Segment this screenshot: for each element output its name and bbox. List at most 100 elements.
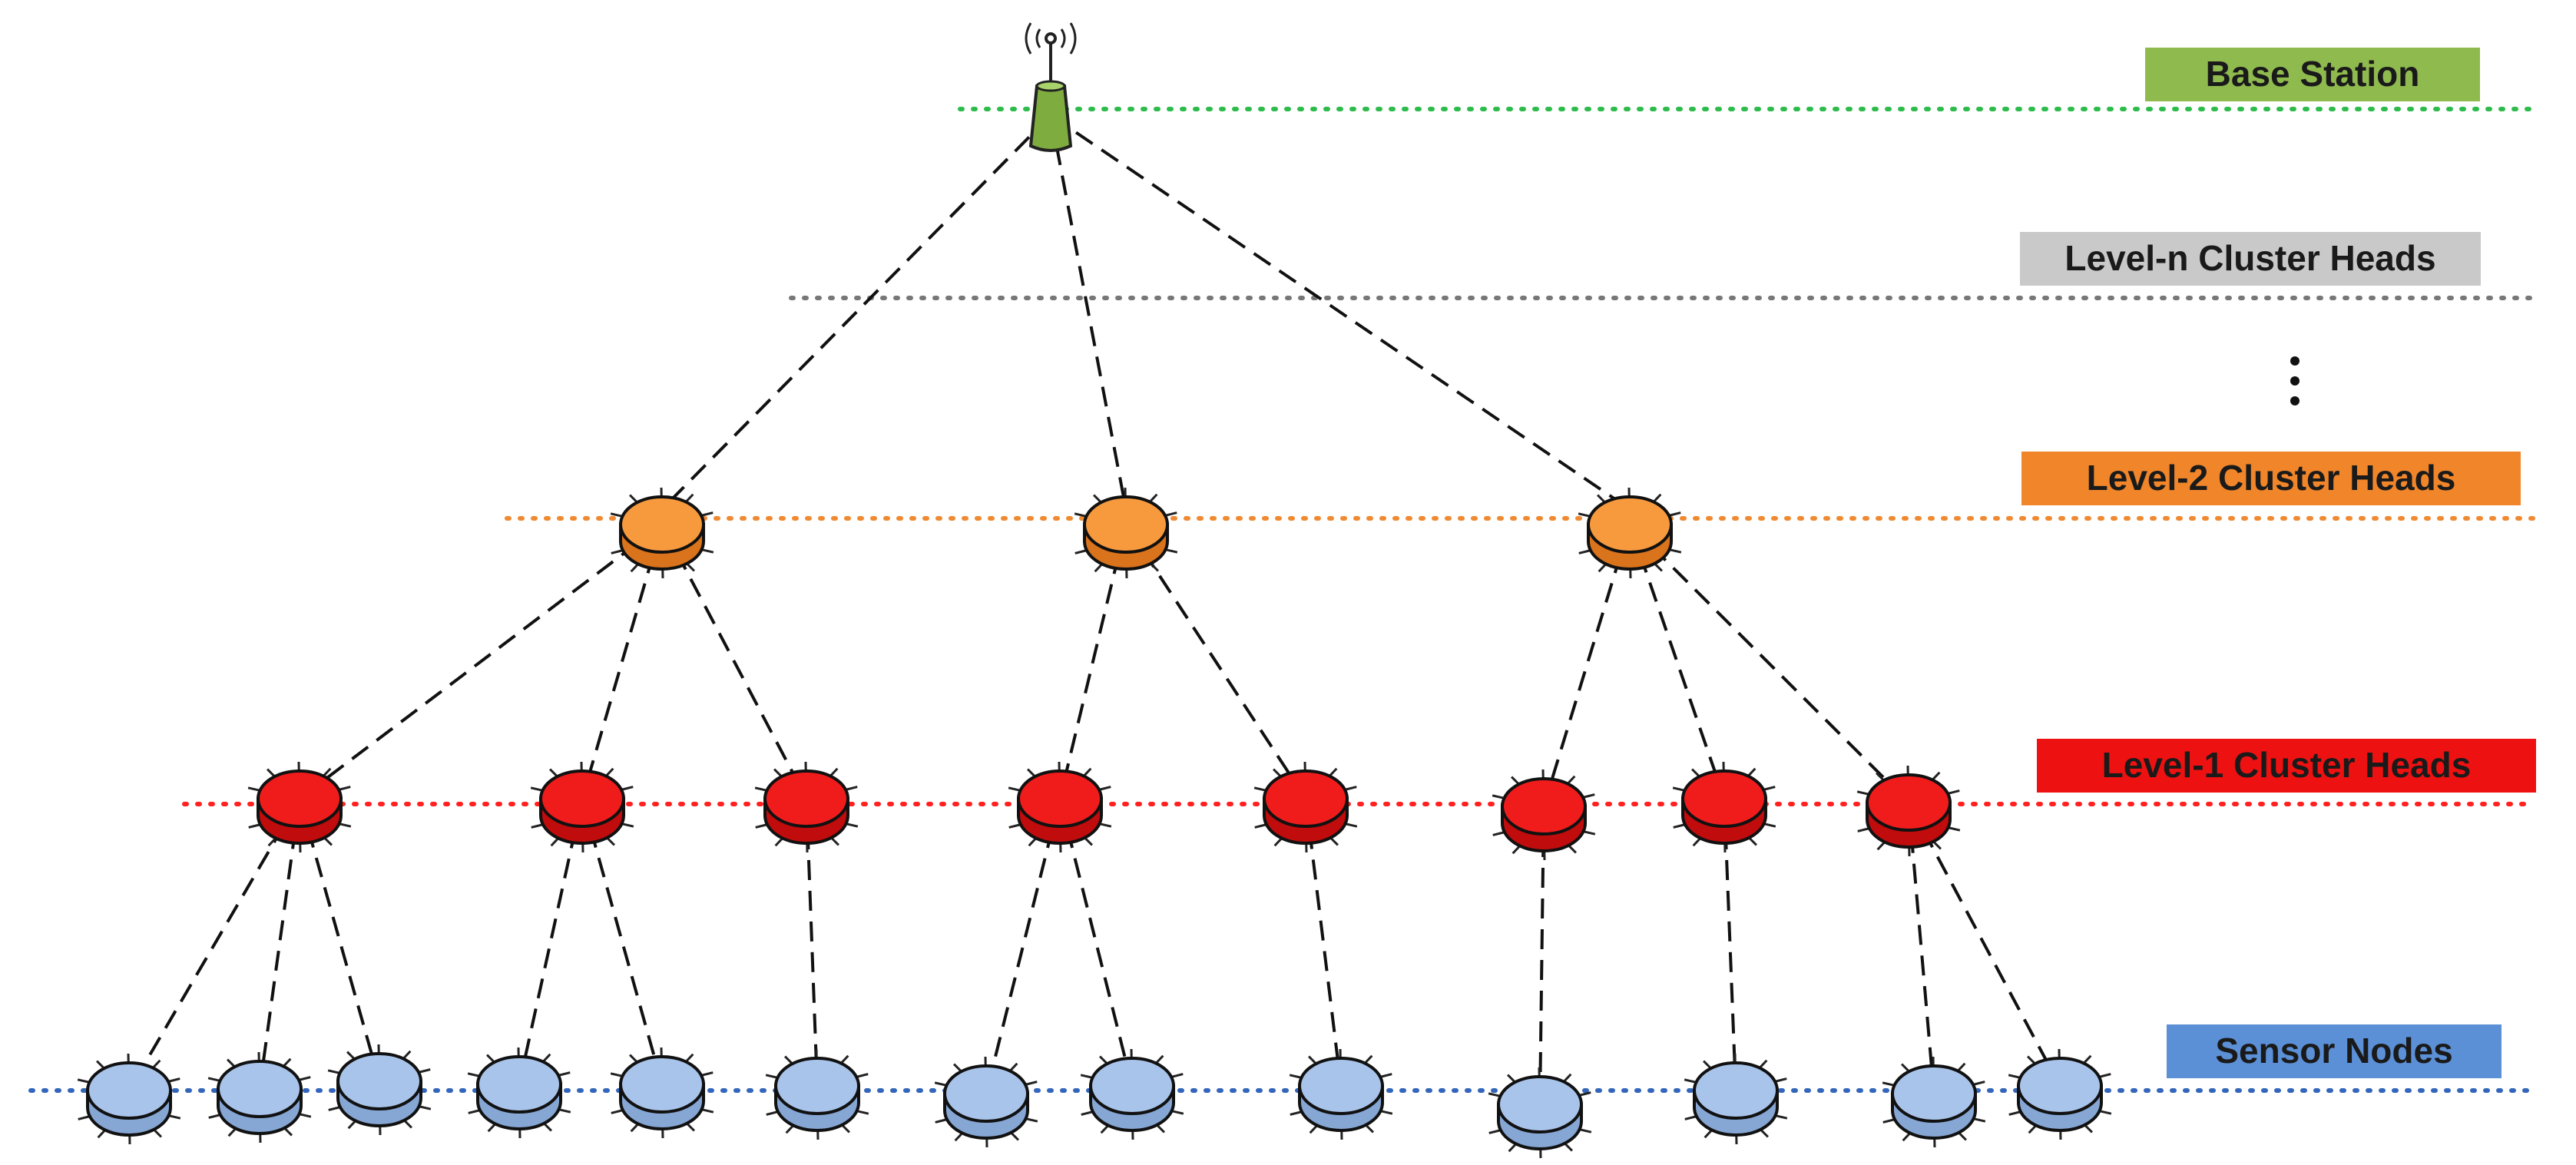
link-l2-3-to-l1-7 — [1628, 524, 1726, 799]
sensor-node-12 — [1882, 1056, 1986, 1148]
sensor-node-11-top — [1693, 1061, 1779, 1120]
sensor-node-10 — [1488, 1067, 1592, 1159]
sensor-node-13 — [2008, 1048, 2112, 1140]
sensor-nodes-label: Sensor Nodes — [2167, 1024, 2502, 1078]
link-l2-3-to-l1-6 — [1542, 524, 1631, 807]
link-l2-3-to-l1-8 — [1628, 523, 1910, 804]
sensor-node-3 — [327, 1044, 432, 1136]
level-1-cluster-head-3 — [754, 761, 859, 853]
link-base-to-l2-2 — [1049, 114, 1127, 510]
level-1-cluster-head-7 — [1672, 761, 1776, 853]
sensor-node-2-top — [217, 1060, 303, 1118]
ellipsis-marker — [2290, 356, 2300, 405]
links-group — [127, 114, 2061, 1105]
sensor-node-6 — [765, 1048, 869, 1140]
level-1-cluster-head-2-top — [539, 769, 625, 828]
sensor-node-1-top — [86, 1061, 172, 1120]
sensor-node-7 — [934, 1056, 1038, 1148]
tower-top — [1035, 80, 1066, 92]
level-2-label-text: Level-2 Cluster Heads — [2087, 458, 2456, 498]
level-2-cluster-head-1-top — [619, 495, 705, 554]
ellipsis-dot-1 — [2290, 356, 2300, 366]
sensor-node-2 — [207, 1051, 312, 1143]
level-2-cluster-head-3 — [1578, 487, 1682, 579]
level-1-cluster-head-7-top — [1681, 769, 1767, 828]
link-l2-2-to-l1-4 — [1058, 524, 1127, 799]
link-l1-7-to-sensor-11 — [1723, 798, 1737, 1091]
link-l2-1-to-l1-1 — [298, 523, 664, 800]
link-l2-1-to-l1-3 — [661, 524, 808, 799]
base-station-label-bg — [2145, 48, 2480, 101]
sensor-node-13-top — [2017, 1057, 2103, 1115]
signal-wave-left-inner — [1035, 28, 1041, 48]
level-1-cluster-head-1-top — [257, 769, 343, 828]
sensor-nodes-label-bg — [2167, 1024, 2502, 1078]
base-station-label-text: Base Station — [2206, 54, 2420, 94]
ellipsis-dot-3 — [2290, 396, 2300, 405]
antenna-tip — [1045, 32, 1057, 45]
level-1-cluster-head-5 — [1253, 761, 1358, 853]
level-n-label-bg — [2020, 232, 2481, 286]
sensor-node-1 — [77, 1053, 181, 1145]
tower-body — [1028, 84, 1073, 152]
level-1-cluster-head-5-top — [1263, 769, 1349, 828]
link-l1-1-to-sensor-2 — [258, 798, 301, 1090]
sensor-node-5 — [610, 1047, 714, 1139]
level-2-cluster-head-2 — [1074, 487, 1178, 579]
level-2-cluster-head-2-top — [1083, 495, 1169, 554]
signal-wave-left-outer — [1025, 22, 1032, 55]
sensor-node-3-top — [336, 1052, 422, 1110]
sensor-node-4 — [467, 1047, 571, 1139]
level-1-cluster-head-4-top — [1017, 769, 1103, 828]
link-l1-4-to-sensor-8 — [1058, 798, 1134, 1087]
level-1-label-bg — [2037, 739, 2536, 793]
link-l1-5-to-sensor-9 — [1304, 798, 1343, 1087]
link-base-to-l2-1 — [661, 114, 1052, 511]
sensor-node-8-top — [1089, 1057, 1175, 1115]
level-1-cluster-head-1 — [247, 761, 352, 853]
level-2-label-bg — [2021, 452, 2521, 505]
sensor-nodes-label-text: Sensor Nodes — [2215, 1031, 2452, 1071]
link-l2-1-to-l1-2 — [581, 524, 664, 799]
sensor-node-9 — [1289, 1048, 1393, 1140]
base-station-label: Base Station — [2145, 48, 2480, 101]
level-1-cluster-head-6-top — [1501, 777, 1587, 836]
sensor-node-6-top — [774, 1057, 860, 1115]
level-1-cluster-head-4 — [1008, 761, 1112, 853]
link-l1-1-to-sensor-1 — [127, 797, 301, 1092]
link-l1-4-to-sensor-7 — [985, 798, 1061, 1094]
sensor-node-12-top — [1891, 1064, 1977, 1123]
level-1-label-text: Level-1 Cluster Heads — [2102, 745, 2472, 785]
link-base-to-l2-3 — [1049, 114, 1631, 511]
link-l1-2-to-sensor-4 — [518, 798, 584, 1085]
level-2-cluster-head-1 — [610, 487, 714, 579]
nodes-group — [77, 487, 2112, 1159]
level-1-cluster-head-3-top — [763, 769, 849, 828]
sensor-node-5-top — [619, 1055, 705, 1114]
link-l2-2-to-l1-5 — [1124, 523, 1307, 800]
sensor-node-9-top — [1298, 1057, 1384, 1115]
level-1-cluster-head-2 — [530, 761, 634, 853]
sensor-node-8 — [1080, 1048, 1184, 1140]
level-labels: Base Station Level-n Cluster Heads Level… — [2020, 48, 2536, 1078]
signal-wave-right-inner — [1060, 28, 1066, 48]
link-l1-6-to-sensor-10 — [1538, 806, 1545, 1105]
link-l1-1-to-sensor-3 — [298, 798, 381, 1082]
level-1-cluster-head-8 — [1856, 765, 1961, 857]
level-n-label-text: Level-n Cluster Heads — [2064, 238, 2435, 278]
sensor-node-4-top — [476, 1055, 562, 1114]
sensor-node-10-top — [1497, 1075, 1583, 1134]
level-2-cluster-head-3-top — [1587, 495, 1673, 554]
level-1-label: Level-1 Cluster Heads — [2037, 739, 2536, 793]
base-station-tower-icon — [1025, 22, 1077, 152]
level-1-cluster-head-6 — [1492, 769, 1596, 861]
sensor-node-11 — [1684, 1053, 1788, 1145]
signal-wave-right-outer — [1069, 22, 1077, 55]
link-l1-2-to-sensor-5 — [581, 798, 664, 1085]
level-1-cluster-head-8-top — [1866, 773, 1952, 832]
level-n-label: Level-n Cluster Heads — [2020, 232, 2481, 286]
ellipsis-dot-2 — [2290, 376, 2300, 386]
link-l1-8-to-sensor-12 — [1907, 802, 1935, 1094]
sensor-node-7-top — [943, 1064, 1029, 1123]
